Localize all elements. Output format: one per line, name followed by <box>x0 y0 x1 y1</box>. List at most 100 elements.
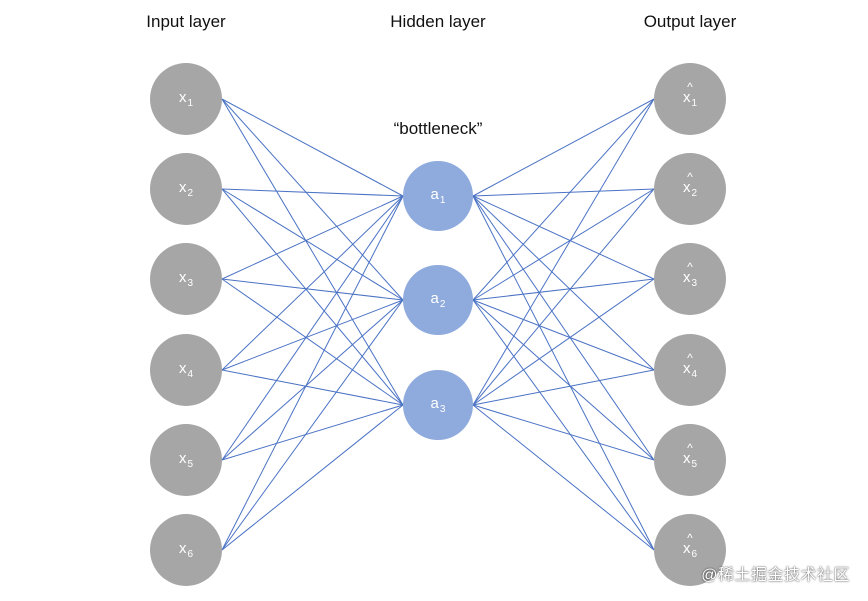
input-node-5: x5 <box>150 424 222 496</box>
output-node-5-label: x^ 5 <box>682 441 698 470</box>
input-node-5-symbol: x <box>178 450 187 467</box>
output-node-6-subscript: 6 <box>691 549 698 560</box>
hidden-node-1-label: a1 <box>431 186 446 206</box>
edge-hidden-3-output-1 <box>472 98 655 406</box>
input-node-1: x1 <box>150 63 222 135</box>
edge-hidden-1-output-1 <box>472 98 655 197</box>
output-node-5-subscript: 5 <box>691 459 698 470</box>
input-node-6-symbol: x <box>178 540 187 557</box>
edge-hidden-3-output-3 <box>472 278 655 406</box>
output-node-5-hat: ^ <box>687 441 693 455</box>
input-node-2: x2 <box>150 153 222 225</box>
edge-input-5-hidden-2 <box>221 299 404 461</box>
input-node-3-symbol: x <box>178 269 187 286</box>
hidden-node-2-label: a2 <box>431 290 446 310</box>
edge-hidden-3-output-5 <box>472 404 655 461</box>
input-node-4-subscript: 4 <box>187 369 194 380</box>
edge-input-3-hidden-3 <box>221 278 404 406</box>
output-node-6-label: x^ 6 <box>682 531 698 560</box>
output-node-2-label: x^ 2 <box>682 170 698 199</box>
edge-hidden-1-output-3 <box>472 195 655 280</box>
edge-hidden-3-output-4 <box>472 369 655 406</box>
output-node-5-symbol: x <box>682 450 691 467</box>
hidden-node-1-symbol: a <box>430 186 439 203</box>
bottleneck-label: “bottleneck” <box>393 119 483 138</box>
input-node-5-label: x5 <box>179 450 193 470</box>
input-layer-title: Input layer <box>146 12 226 31</box>
edge-input-5-hidden-1 <box>221 195 404 461</box>
hidden-layer-title: Hidden layer <box>390 12 486 31</box>
watermark: @稀土掘金技术社区 <box>701 567 850 584</box>
edge-input-3-hidden-2 <box>221 278 404 301</box>
edge-hidden-2-output-5 <box>472 299 655 461</box>
input-node-2-label: x2 <box>179 179 193 199</box>
hidden-node-3: a3 <box>403 370 473 440</box>
edge-hidden-3-output-6 <box>472 404 655 551</box>
edge-input-5-hidden-3 <box>221 404 404 461</box>
edge-input-6-hidden-2 <box>221 299 404 551</box>
edge-hidden-2-output-4 <box>472 299 655 371</box>
output-node-1: x^1 <box>654 63 726 135</box>
output-node-5: x^ 5 <box>654 424 726 496</box>
output-node-2-subscript: 2 <box>691 188 698 199</box>
output-node-4-label: x^ 4 <box>682 351 698 380</box>
edge-input-4-hidden-3 <box>221 369 404 406</box>
hidden-node-2-subscript: 2 <box>439 299 446 310</box>
edge-input-1-hidden-2 <box>221 98 404 301</box>
edge-hidden-2-output-1 <box>472 98 655 301</box>
edge-hidden-2-output-6 <box>472 299 655 551</box>
input-node-4-symbol: x <box>178 360 187 377</box>
output-node-1-label: x^1 <box>682 80 697 109</box>
output-node-1-symbol: x <box>682 89 691 106</box>
input-node-4-label: x4 <box>179 360 193 380</box>
edge-input-1-hidden-1 <box>221 98 404 197</box>
output-node-6: x^ 6 <box>654 514 726 586</box>
edge-hidden-1-output-6 <box>472 195 655 551</box>
output-node-6-hat: ^ <box>687 531 693 545</box>
hidden-node-3-label: a3 <box>431 395 446 415</box>
input-node-1-subscript: 1 <box>187 98 194 109</box>
edge-input-2-hidden-3 <box>221 188 404 406</box>
edge-hidden-1-output-4 <box>472 195 655 371</box>
hidden-node-2-symbol: a <box>430 290 439 307</box>
hidden-node-2: a2 <box>403 265 473 335</box>
hidden-node-1: a1 <box>403 161 473 231</box>
hidden-node-1-subscript: 1 <box>439 195 446 206</box>
output-node-4-hat: ^ <box>687 351 693 365</box>
output-node-4: x^ 4 <box>654 334 726 406</box>
output-node-2-symbol: x <box>682 179 691 196</box>
input-node-1-symbol: x <box>178 89 187 106</box>
output-node-3: x^3 <box>654 243 726 315</box>
input-node-6-subscript: 6 <box>187 549 194 560</box>
input-node-2-symbol: x <box>178 179 187 196</box>
input-node-2-subscript: 2 <box>187 188 194 199</box>
output-node-2-hat: ^ <box>687 170 693 184</box>
output-node-6-symbol: x <box>682 540 691 557</box>
edge-input-1-hidden-3 <box>221 98 404 406</box>
edge-input-2-hidden-2 <box>221 188 404 301</box>
input-node-6: x6 <box>150 514 222 586</box>
input-node-3: x3 <box>150 243 222 315</box>
input-node-6-label: x6 <box>179 540 193 560</box>
edge-hidden-2-output-3 <box>472 278 655 301</box>
edge-hidden-1-output-5 <box>472 195 655 461</box>
hidden-node-3-symbol: a <box>430 395 439 412</box>
output-node-4-symbol: x <box>682 360 691 377</box>
input-node-4: x4 <box>150 334 222 406</box>
output-node-3-hat: ^ <box>687 260 693 274</box>
edge-input-6-hidden-3 <box>221 404 404 551</box>
output-node-4-subscript: 4 <box>691 369 698 380</box>
output-node-3-subscript: 3 <box>691 278 698 289</box>
hidden-node-3-subscript: 3 <box>439 404 446 415</box>
output-node-1-hat: ^ <box>687 80 693 94</box>
edge-input-4-hidden-2 <box>221 299 404 371</box>
edge-hidden-1-output-2 <box>472 188 655 197</box>
input-node-1-label: x1 <box>179 89 193 109</box>
output-layer-title: Output layer <box>643 12 737 31</box>
edge-input-6-hidden-1 <box>221 195 404 551</box>
edge-input-3-hidden-1 <box>221 195 404 280</box>
edge-input-4-hidden-1 <box>221 195 404 371</box>
edge-hidden-3-output-2 <box>472 188 655 406</box>
input-node-3-label: x3 <box>179 269 193 289</box>
